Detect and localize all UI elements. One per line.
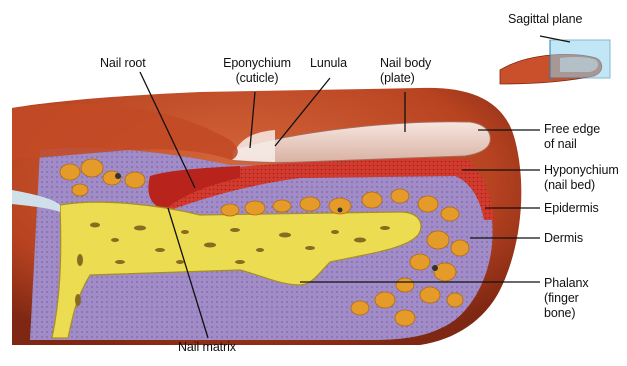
label-hyponychium: Hyponychium (nail bed) <box>544 163 619 193</box>
inset-finger <box>500 40 610 84</box>
label-lunula: Lunula <box>310 56 347 71</box>
label-phalanx: Phalanx (finger bone) <box>544 276 588 321</box>
label-dermis: Dermis <box>544 231 583 246</box>
label-nail-root: Nail root <box>100 56 146 71</box>
label-sagittal-plane: Sagittal plane <box>508 12 582 27</box>
sagittal-plane-box <box>550 40 610 78</box>
label-eponychium: Eponychium (cuticle) <box>213 56 301 86</box>
label-epidermis: Epidermis <box>544 201 599 216</box>
label-nail-matrix: Nail matrix <box>178 340 236 355</box>
label-free-edge: Free edge of nail <box>544 122 600 152</box>
label-nail-body: Nail body (plate) <box>380 56 431 86</box>
